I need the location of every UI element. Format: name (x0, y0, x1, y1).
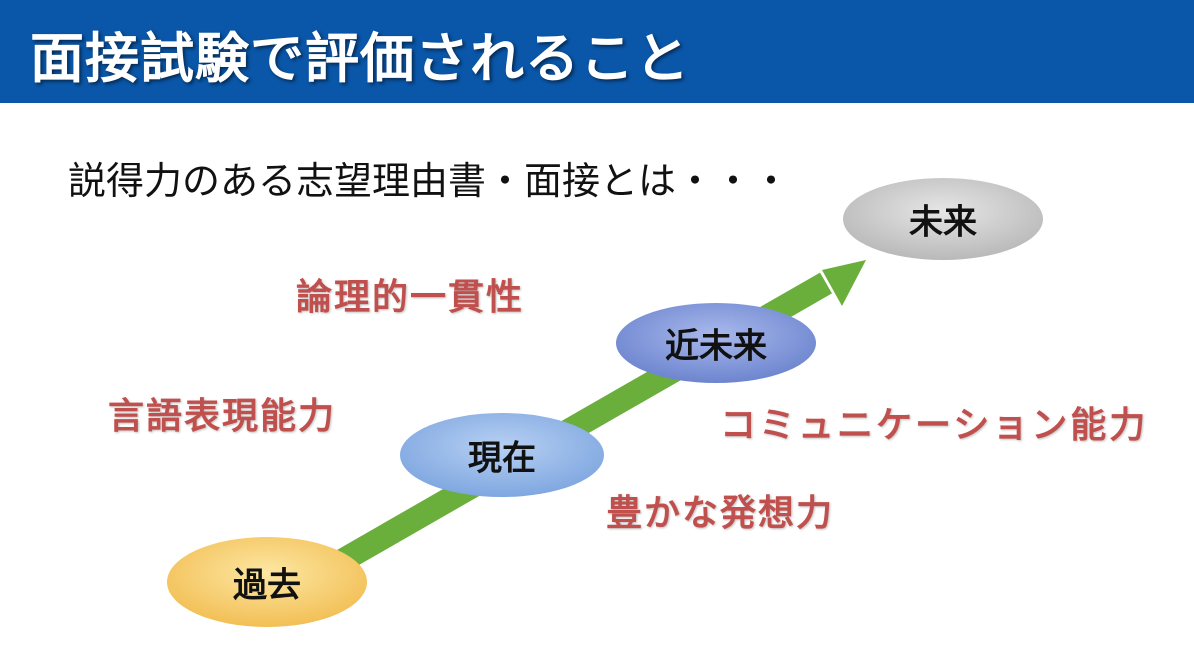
stage-future-ellipse (843, 178, 1043, 260)
stage-near-future-ellipse (616, 303, 816, 383)
skill-logical-consistency: 論理的一貫性 (296, 277, 525, 318)
title-bar: 面接試験で評価されること (0, 0, 1194, 103)
skill-creativity: 豊かな発想力 (606, 493, 835, 534)
stage-label-future: 未来 (909, 202, 977, 243)
stage-present-ellipse (400, 413, 604, 497)
slide-title: 面接試験で評価されること (30, 26, 690, 90)
stage-label-near-future: 近未来 (665, 326, 767, 367)
stage-label-present: 現在 (468, 438, 536, 479)
skill-communication: コミュニケーション能力 (720, 405, 1149, 446)
skill-verbal-expression: 言語表現能力 (108, 396, 337, 437)
stage-label-past: 過去 (233, 565, 301, 606)
slide-subtitle: 説得力のある志望理由書・面接とは・・・ (68, 159, 791, 203)
stage-past-ellipse (167, 537, 367, 627)
